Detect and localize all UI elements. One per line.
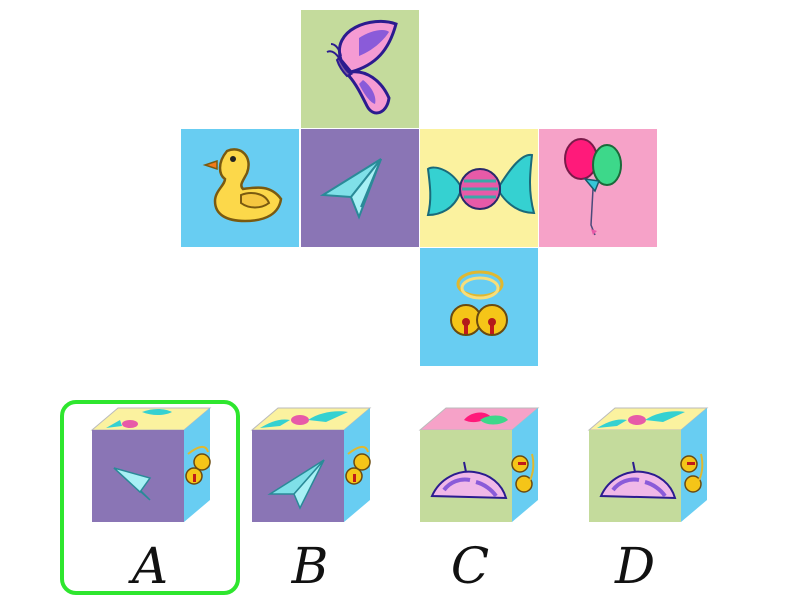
selected-option-frame <box>60 400 240 595</box>
option-c-cube <box>418 407 540 522</box>
bells-icon <box>420 248 538 366</box>
option-c[interactable]: C <box>380 398 560 598</box>
option-d[interactable]: D <box>545 398 725 598</box>
net-face-duck <box>181 129 299 247</box>
candy-icon <box>420 129 538 247</box>
option-b-label: B <box>291 537 329 595</box>
option-a[interactable]: A <box>60 398 240 598</box>
butterfly-icon <box>301 10 419 128</box>
balloons-icon <box>539 129 657 247</box>
net-face-paper-plane <box>301 129 419 247</box>
option-d-label: D <box>614 537 656 595</box>
option-a-cube <box>90 407 212 522</box>
option-b-cube <box>250 407 372 522</box>
option-b[interactable]: B <box>220 398 400 598</box>
net-face-bells <box>420 248 538 366</box>
option-c-label: C <box>450 537 490 595</box>
option-a-label: A <box>131 537 169 595</box>
net-face-butterfly <box>301 10 419 128</box>
net-face-candy <box>420 129 538 247</box>
option-d-cube <box>587 407 709 522</box>
paper-plane-icon <box>301 129 419 247</box>
duck-icon <box>181 129 299 247</box>
net-face-balloons <box>539 129 657 247</box>
